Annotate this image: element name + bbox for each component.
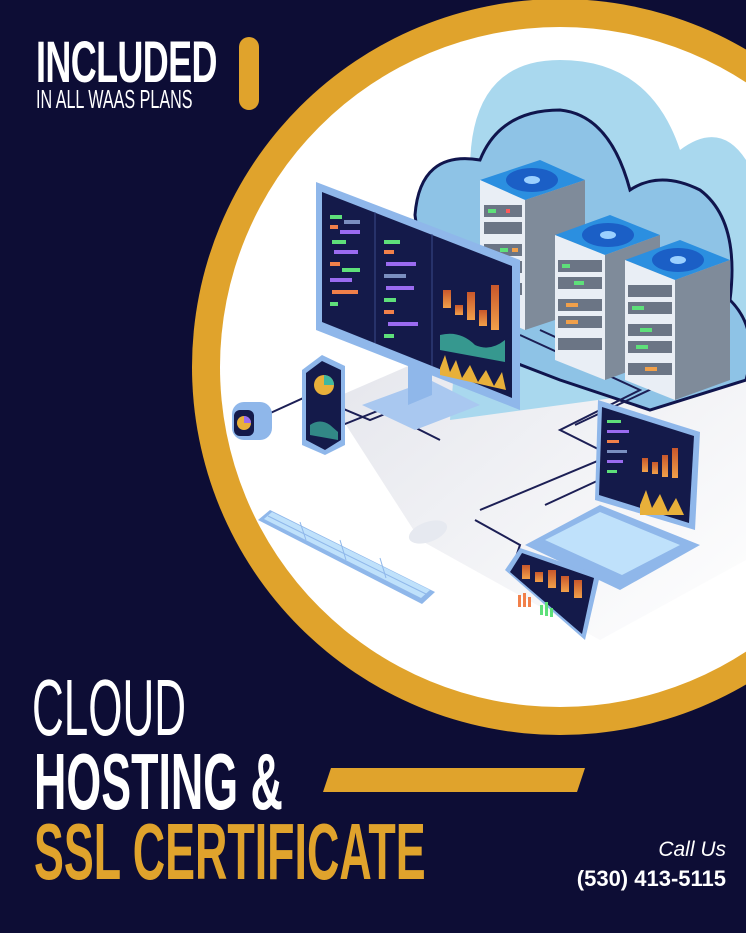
bar-chart-icon	[443, 285, 499, 330]
mouse	[408, 520, 448, 544]
smartwatch	[232, 402, 272, 440]
headline-ssl-certificate: SSL CERTIFICATE	[34, 807, 426, 896]
phone-number-link[interactable]: (530) 413-5115	[576, 866, 726, 891]
server-rack-3	[625, 240, 730, 400]
headline-hosting: HOSTING &	[34, 737, 283, 826]
gold-pill-accent	[239, 37, 259, 110]
gold-accent-bar	[323, 768, 585, 792]
included-subtitle: IN ALL WAAS PLANS	[36, 84, 193, 114]
laptop	[525, 400, 700, 590]
smartphone	[302, 355, 345, 455]
included-title: INCLUDED	[36, 30, 217, 95]
tablet	[505, 548, 600, 640]
code-lines	[330, 215, 418, 338]
desktop-monitor	[316, 182, 520, 430]
keyboard	[258, 510, 435, 604]
call-us-label: Call Us	[658, 838, 726, 861]
headline-cloud: CLOUD	[32, 663, 187, 752]
